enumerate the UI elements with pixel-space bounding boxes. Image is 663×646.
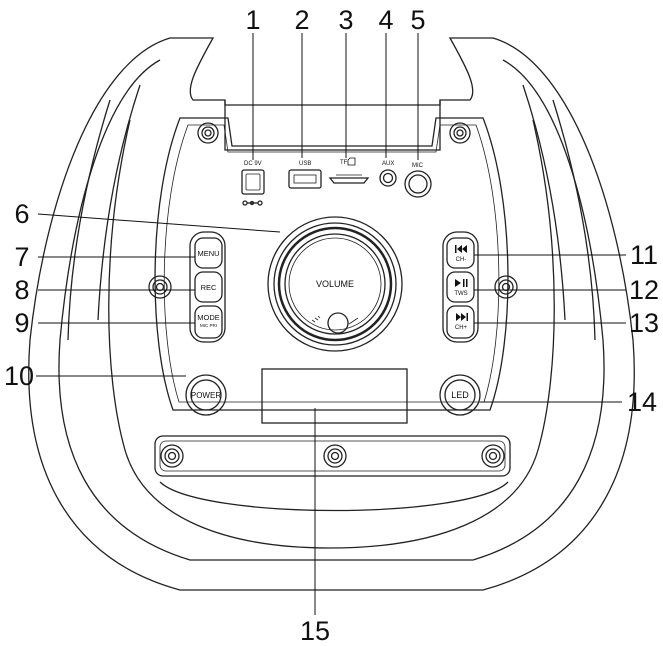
menu-button[interactable] (194, 237, 223, 269)
left-button-frame (189, 231, 226, 343)
callout-9: 9 (14, 308, 29, 338)
tf-card-icon (347, 157, 356, 166)
mode-label: MODE (197, 313, 220, 322)
led-label: LED (451, 390, 469, 400)
top-notch (224, 100, 441, 151)
screw-top-right (449, 122, 471, 144)
bottom-bar (154, 435, 511, 477)
play-pause-icon (455, 279, 468, 287)
power-label: POWER (191, 391, 221, 400)
play-pause-button[interactable] (446, 271, 475, 303)
display-window (261, 368, 408, 424)
tf-label: TF (340, 160, 348, 166)
mic-jack[interactable] (404, 170, 432, 198)
face-panel-inner (163, 124, 500, 403)
right-button-frame (442, 231, 479, 343)
led-button[interactable] (439, 374, 481, 416)
menu-label: MENU (197, 249, 219, 258)
mode-button[interactable] (194, 305, 223, 339)
prev-button[interactable] (446, 237, 475, 269)
next-button[interactable] (446, 305, 475, 339)
callout-5: 5 (410, 5, 425, 35)
rec-label: REC (201, 283, 217, 292)
volume-label: VOLUME (316, 279, 354, 289)
screw-bottom-center (323, 444, 347, 468)
dc-label: DC 9V (244, 161, 262, 167)
usb-label: USB (299, 161, 311, 167)
screw-bottom-left (160, 444, 184, 468)
callout-11: 11 (630, 240, 658, 270)
callout-8: 8 (14, 275, 29, 305)
face-panel (154, 117, 509, 411)
power-button[interactable] (185, 374, 227, 416)
next-icon (456, 313, 468, 321)
leader-lines (36, 33, 626, 615)
callout-2: 2 (294, 5, 309, 35)
screw-mid-right (494, 275, 518, 299)
volume-knob[interactable] (267, 216, 403, 352)
volume-knob-indicator (327, 312, 349, 334)
next-sub-label: CH+ (455, 325, 468, 331)
play-sub-label: TWS (454, 291, 467, 297)
callout-12: 12 (629, 275, 659, 305)
handle-inner-outline (58, 59, 605, 561)
dc-port[interactable] (241, 169, 265, 195)
rec-button[interactable] (194, 271, 223, 303)
inner-bowl-outline (108, 119, 555, 549)
callout-15: 15 (300, 616, 330, 646)
screw-mid-left (148, 275, 172, 299)
mic-label: MIC (412, 163, 424, 169)
aux-jack[interactable] (379, 169, 397, 187)
prev-sub-label: CH- (456, 257, 467, 263)
callout-1: 1 (245, 5, 260, 35)
usb-port[interactable] (288, 169, 322, 189)
callout-10: 10 (4, 361, 34, 391)
screw-bottom-right (481, 444, 505, 468)
aux-label: AUX (382, 161, 394, 167)
prev-icon (455, 245, 467, 253)
callout-14: 14 (627, 387, 657, 417)
callout-3: 3 (338, 5, 353, 35)
mode-sub-label: MIC PRI (200, 323, 217, 328)
outer-body-outline (28, 37, 635, 591)
callout-7: 7 (14, 242, 29, 272)
callout-13: 13 (629, 308, 659, 338)
tf-card-slot[interactable] (328, 177, 370, 184)
screw-top-left (197, 122, 219, 144)
dc-polarity-icon (242, 200, 263, 206)
bottom-curve (159, 481, 509, 512)
callout-6: 6 (14, 199, 29, 229)
callout-4: 4 (378, 5, 393, 35)
